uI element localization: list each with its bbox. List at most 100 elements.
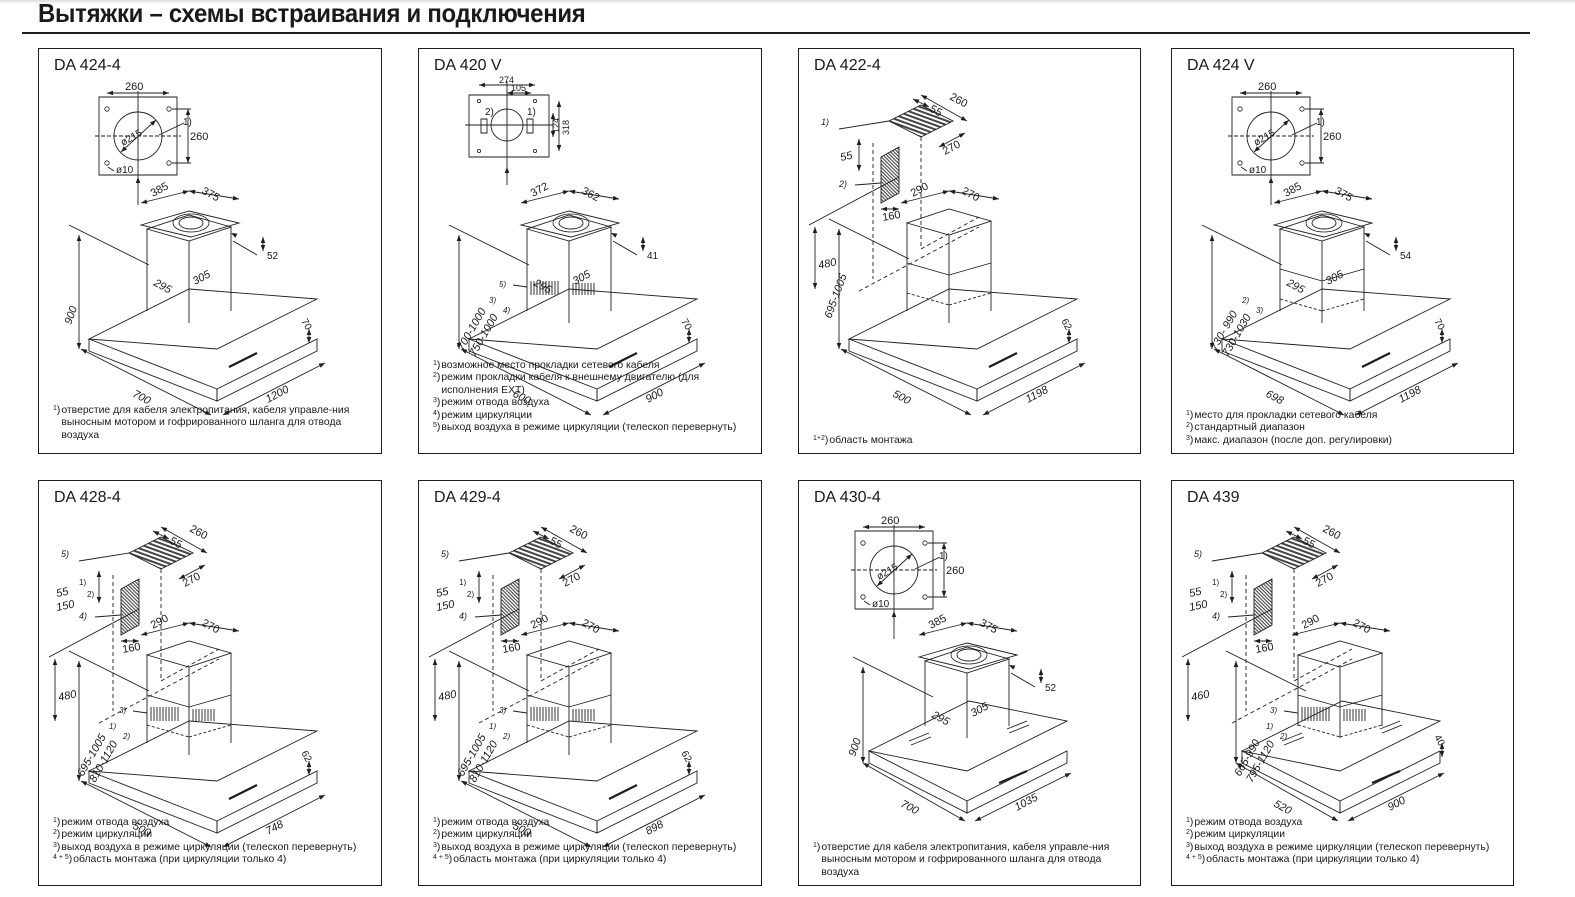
- screw-hole: [477, 99, 482, 104]
- dimension-arrow: [476, 597, 482, 603]
- ceiling-line: [68, 650, 150, 692]
- ref-height-1: 1): [489, 722, 496, 731]
- dimension-arrow: [96, 597, 102, 603]
- dim-flange-height: 52: [1045, 683, 1057, 694]
- hood-canopy-top: [1240, 700, 1442, 772]
- screw-hole: [104, 160, 110, 166]
- footnote-number: 4 + 5: [433, 854, 449, 862]
- dim-plate-height: 260: [190, 131, 208, 143]
- chimney-segment: [1297, 724, 1341, 738]
- dim-chimney-b-bottom: 305: [191, 268, 214, 288]
- dimension-arrow: [81, 781, 88, 786]
- ceiling-mount-area: [1260, 536, 1328, 570]
- dimension-line: [460, 348, 592, 416]
- dimension-arrow: [640, 237, 646, 243]
- ref-height-1: 3): [489, 296, 496, 305]
- ceiling-line: [1225, 650, 1307, 692]
- dimension-arrow: [1236, 763, 1243, 768]
- dimension-line: [140, 190, 190, 204]
- dimension-arrow: [76, 235, 82, 241]
- footnote-number: 3: [433, 397, 437, 405]
- dimension-arrow: [967, 621, 974, 627]
- dim-width: 900: [1386, 794, 1409, 814]
- dimension-arrow: [877, 580, 883, 586]
- footnote-number: 3: [1186, 434, 1190, 442]
- dim-area-center: 55: [168, 535, 184, 551]
- model-name: DA 424-4: [54, 57, 121, 74]
- dimension-line: [520, 190, 570, 204]
- footnote-number: 1: [1186, 410, 1190, 417]
- footnote-marker: 3): [1186, 434, 1194, 446]
- dimension-arrow: [556, 145, 562, 151]
- screw-hole: [1299, 160, 1305, 166]
- footnote-text: выход воздуха в режиме циркуляции (телес…: [1194, 841, 1490, 853]
- wall-mount-area: [500, 578, 520, 636]
- hood-canopy-top: [1220, 288, 1452, 350]
- dimension-arrow: [456, 343, 462, 349]
- ref-side-area: 4): [459, 611, 467, 621]
- dim-side-h1: 55: [435, 585, 450, 599]
- dimension-arrow: [1254, 146, 1260, 152]
- screw-hole: [533, 99, 538, 104]
- hood-canopy-side: [596, 770, 698, 834]
- dim-chimney-b: 270: [580, 617, 602, 636]
- dimension-arrow: [1337, 410, 1344, 415]
- dimension-line: [920, 94, 968, 122]
- dimension-arrow: [318, 795, 325, 800]
- ref-top-area: 5): [441, 549, 449, 559]
- wall-mount-area: [1253, 578, 1273, 636]
- dim-chimney-b: 375: [1333, 185, 1355, 204]
- leader-line: [158, 122, 185, 136]
- chimney-segment: [1321, 298, 1365, 312]
- glass-reflection: [910, 736, 932, 746]
- cable-entry-arrow: [611, 233, 618, 238]
- ref-1: 1): [939, 551, 948, 562]
- footnote-text: выход воздуха в режиме циркуляции (телес…: [441, 422, 737, 434]
- dimension-arrow: [1322, 189, 1329, 195]
- dimension-arrow: [133, 638, 139, 644]
- chimney-segment: [568, 724, 612, 738]
- dimension-arrow: [204, 410, 211, 415]
- dimension-arrow: [640, 245, 646, 251]
- footnote: 1)место для прокладки сетевого кабеля: [1186, 410, 1503, 422]
- dim-hole-diameter: ø10: [116, 165, 134, 176]
- extension-line: [428, 608, 520, 658]
- chimney-segment: [146, 694, 190, 708]
- dimension-arrow: [686, 761, 692, 767]
- footnote-text: возможное место прокладки сетевого кабел…: [441, 360, 660, 371]
- dim-side-width: 160: [501, 641, 521, 656]
- footnotes: 1)отверстие для кабеля электропитания, к…: [813, 842, 1130, 879]
- footnote-text: макс. диапазон (после доп. регулировки): [1194, 434, 1393, 446]
- dimension-arrow: [204, 842, 211, 847]
- dim-side-h2: 150: [55, 598, 76, 614]
- hidden-line: [920, 216, 980, 250]
- hood-canopy-top: [467, 720, 699, 782]
- footnote: 3)выход воздуха в режиме циркуляции (тел…: [1186, 842, 1503, 854]
- dim-side-h2: 150: [1188, 598, 1209, 614]
- dimension-arrow: [941, 591, 947, 597]
- dimension-arrow: [921, 95, 928, 100]
- dimension-line: [188, 190, 240, 200]
- dimension-arrow: [232, 195, 239, 201]
- footnote: 4 + 5)область монтажа (при циркуляции то…: [433, 854, 751, 866]
- footnote-marker: 1): [1186, 817, 1194, 828]
- footnote-marker: 1+2): [813, 435, 829, 446]
- footnote: 1)возможное место прокладки сетевого каб…: [433, 360, 751, 372]
- dim-body-height: 40: [1431, 733, 1446, 749]
- ref-height-2: 2): [122, 732, 130, 741]
- footnote-text: режим прокладки кабеля к внешнему двигат…: [441, 372, 700, 396]
- hidden-line: [478, 658, 600, 724]
- dimension-arrow: [836, 229, 842, 235]
- ref-1: 1): [183, 117, 192, 128]
- dim-area-width: 260: [1321, 523, 1343, 542]
- duct-collar: [558, 216, 584, 230]
- dimension-arrow: [612, 195, 619, 201]
- footnote: 2)режим циркуляции: [433, 829, 751, 841]
- chimney-flange: [1272, 210, 1374, 238]
- dim-width: 1198: [1397, 384, 1424, 406]
